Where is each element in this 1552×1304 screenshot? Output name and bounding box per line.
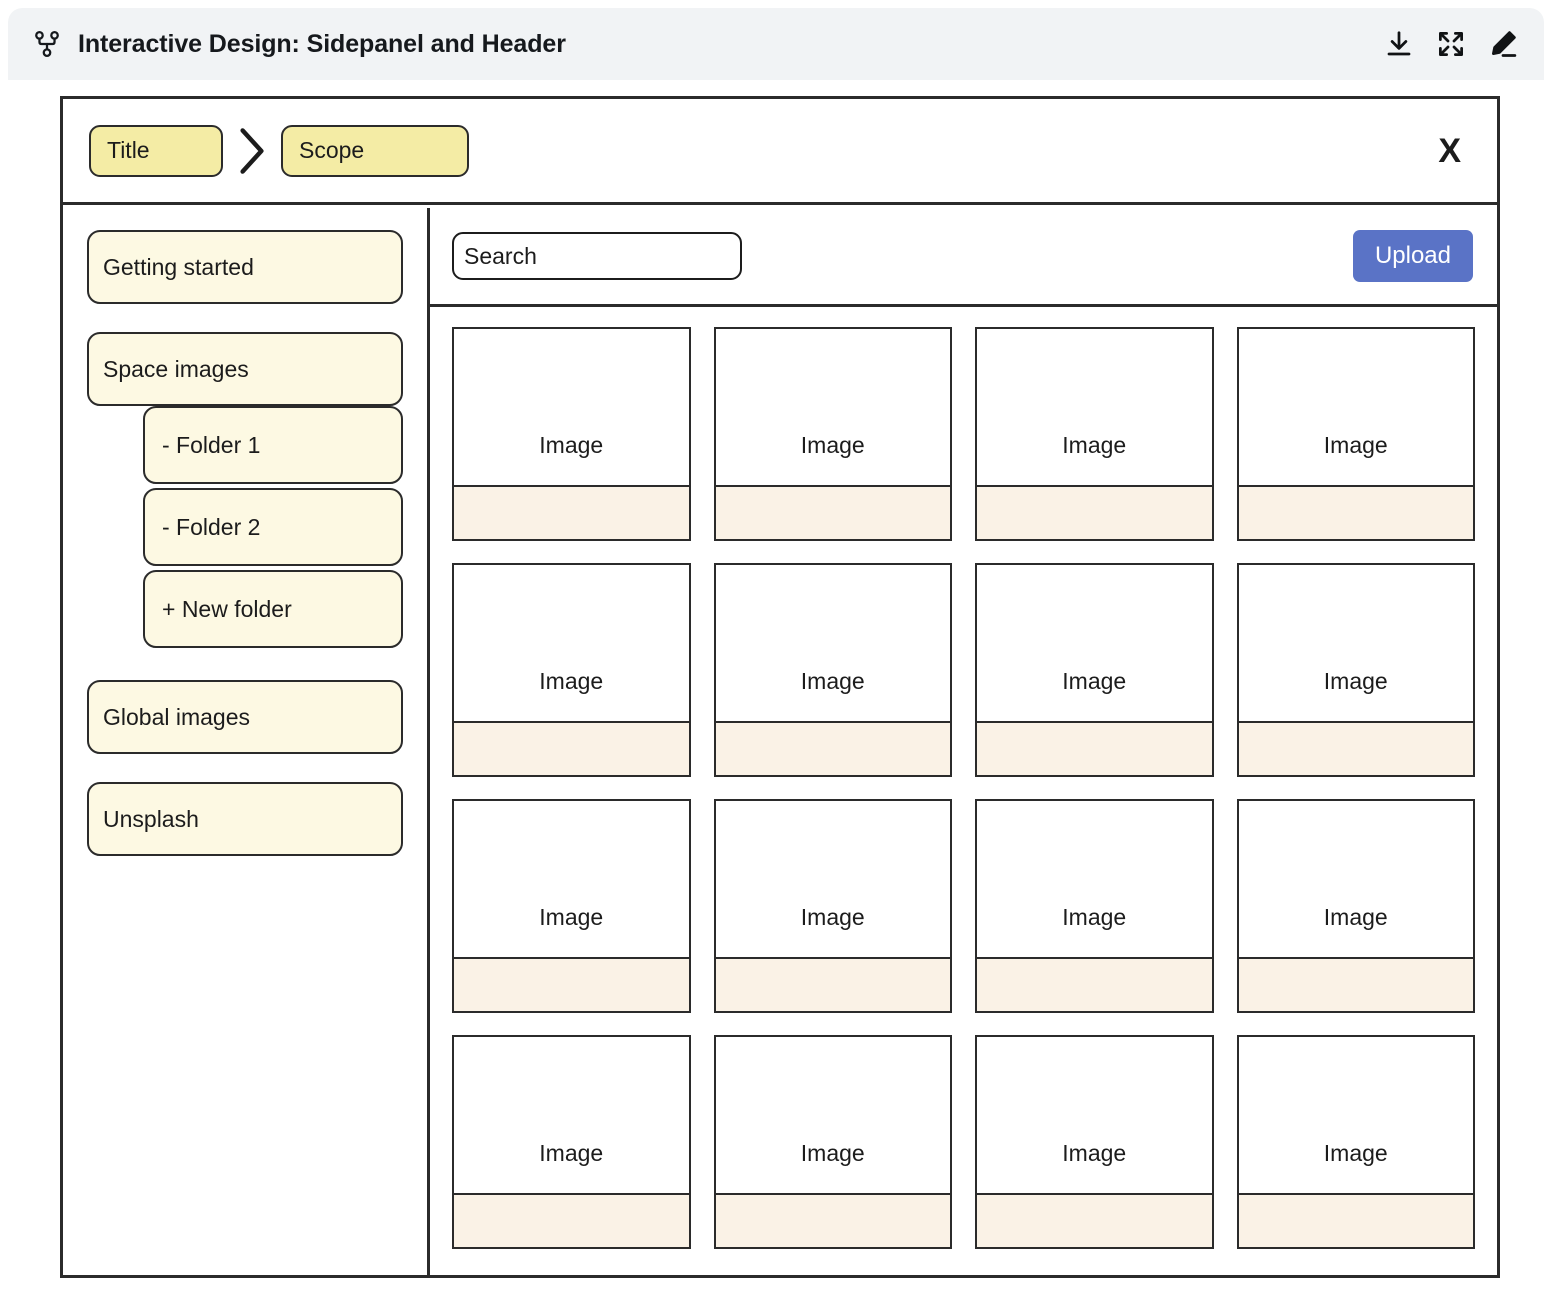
image-caption-strip (977, 1195, 1212, 1247)
sidebar-item-folder-2[interactable]: - Folder 2 (143, 488, 403, 566)
sidebar-item-getting-started[interactable]: Getting started (87, 230, 403, 304)
image-thumbnail: Image (715, 565, 950, 723)
image-placeholder-label: Image (1323, 432, 1388, 458)
image-card[interactable]: Image (713, 1035, 952, 1249)
image-placeholder-label: Image (1323, 1140, 1388, 1166)
close-button[interactable]: X (1438, 131, 1461, 170)
image-caption-strip (454, 487, 689, 539)
sidebar: Getting started Space images - Folder 1 … (63, 208, 430, 1275)
image-placeholder-label: Image (539, 1140, 604, 1166)
git-branch-icon (35, 31, 59, 57)
app-window: Interactive Design: Sidepanel and Header (8, 8, 1544, 1296)
sidebar-item-new-folder[interactable]: + New folder (143, 570, 403, 648)
chevron-right-icon (240, 127, 264, 174)
image-caption-strip (454, 723, 689, 775)
image-thumbnail: Image (454, 565, 689, 723)
titlebar-actions (1384, 29, 1518, 59)
image-caption-strip (977, 723, 1212, 775)
sidebar-item-global-images[interactable]: Global images (87, 680, 403, 754)
image-placeholder-label: Image (800, 1140, 865, 1166)
titlebar-left: Interactive Design: Sidepanel and Header (34, 30, 1384, 59)
page-title: Interactive Design: Sidepanel and Header (78, 29, 566, 58)
image-thumbnail: Image (454, 329, 689, 487)
wireframe-body: Getting started Space images - Folder 1 … (63, 208, 1497, 1275)
image-thumbnail: Image (1238, 565, 1473, 723)
image-card[interactable]: Image (975, 1035, 1214, 1249)
image-caption-strip (715, 487, 950, 539)
image-caption-strip (1238, 959, 1473, 1011)
fullscreen-icon[interactable] (1436, 29, 1466, 59)
image-placeholder-label: Image (1062, 1140, 1127, 1166)
image-thumbnail: Image (454, 801, 689, 959)
sidebar-spacer (87, 652, 403, 680)
image-grid: Image Image Image (452, 327, 1475, 1249)
sidebar-item-unsplash[interactable]: Unsplash (87, 782, 403, 856)
image-thumbnail: Image (1238, 1037, 1473, 1195)
image-card[interactable]: Image (1236, 799, 1475, 1013)
image-card[interactable]: Image (1236, 563, 1475, 777)
breadcrumb: Title Scope X (63, 99, 1497, 205)
wireframe-frame: Title Scope X Getting started Space imag… (60, 96, 1500, 1278)
image-caption-strip (977, 487, 1212, 539)
sidebar-item-folder-1[interactable]: - Folder 1 (143, 406, 403, 484)
search-input[interactable] (452, 232, 742, 280)
image-caption-strip (454, 1195, 689, 1247)
image-caption-strip (1238, 487, 1473, 539)
image-placeholder-label: Image (539, 668, 604, 694)
image-thumbnail: Image (715, 1037, 950, 1195)
image-placeholder-label: Image (1323, 904, 1388, 930)
image-thumbnail: Image (1238, 801, 1473, 959)
image-card[interactable]: Image (975, 327, 1214, 541)
image-card[interactable]: Image (1236, 327, 1475, 541)
image-card[interactable]: Image (975, 799, 1214, 1013)
image-thumbnail: Image (977, 565, 1212, 723)
image-caption-strip (977, 959, 1212, 1011)
image-thumbnail: Image (1238, 329, 1473, 487)
image-placeholder-label: Image (1062, 668, 1127, 694)
image-card[interactable]: Image (452, 1035, 691, 1249)
image-caption-strip (715, 1195, 950, 1247)
image-thumbnail: Image (715, 329, 950, 487)
image-placeholder-label: Image (1323, 668, 1388, 694)
breadcrumb-item-title[interactable]: Title (89, 124, 223, 177)
upload-button[interactable]: Upload (1352, 230, 1473, 282)
image-thumbnail: Image (715, 801, 950, 959)
edit-icon[interactable] (1488, 29, 1518, 59)
image-placeholder-label: Image (800, 432, 865, 458)
download-icon[interactable] (1384, 29, 1414, 59)
image-card[interactable]: Image (452, 327, 691, 541)
titlebar: Interactive Design: Sidepanel and Header (8, 8, 1544, 80)
image-card[interactable]: Image (713, 563, 952, 777)
image-thumbnail: Image (454, 1037, 689, 1195)
sidebar-item-space-images[interactable]: Space images (87, 332, 403, 406)
image-thumbnail: Image (977, 1037, 1212, 1195)
image-card[interactable]: Image (713, 799, 952, 1013)
image-caption-strip (715, 723, 950, 775)
image-card[interactable]: Image (452, 563, 691, 777)
image-card[interactable]: Image (1236, 1035, 1475, 1249)
image-placeholder-label: Image (539, 432, 604, 458)
image-caption-strip (1238, 1195, 1473, 1247)
image-placeholder-label: Image (1062, 904, 1127, 930)
content-panel: Upload Image Image (430, 208, 1497, 1275)
image-placeholder-label: Image (1062, 432, 1127, 458)
image-card[interactable]: Image (713, 327, 952, 541)
image-thumbnail: Image (977, 329, 1212, 487)
image-placeholder-label: Image (800, 904, 865, 930)
image-placeholder-label: Image (800, 668, 865, 694)
image-placeholder-label: Image (539, 904, 604, 930)
image-thumbnail: Image (977, 801, 1212, 959)
image-caption-strip (715, 959, 950, 1011)
image-card[interactable]: Image (452, 799, 691, 1013)
gallery-scroll-area: Image Image Image (430, 307, 1497, 1275)
breadcrumb-item-scope[interactable]: Scope (281, 124, 469, 177)
content-toolbar: Upload (430, 208, 1497, 307)
image-caption-strip (1238, 723, 1473, 775)
image-caption-strip (454, 959, 689, 1011)
image-card[interactable]: Image (975, 563, 1214, 777)
